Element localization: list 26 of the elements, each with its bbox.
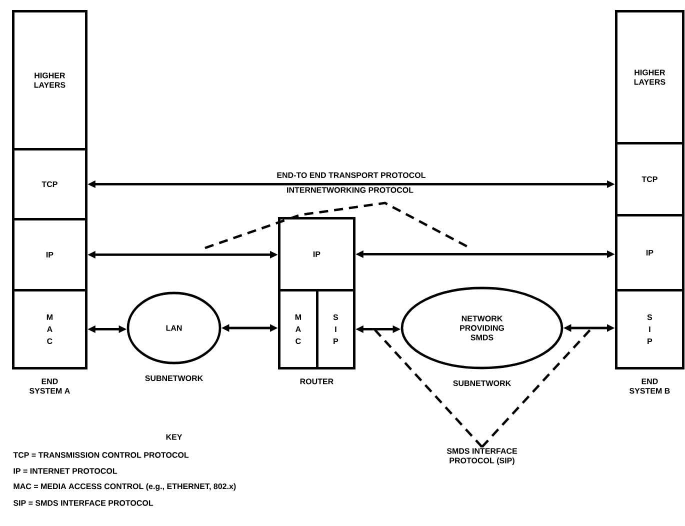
subnetwork-label: SUBNETWORK [453,380,512,386]
key-entry: MAC = MEDIA ACCESS CONTROL (e.g., ETHERNET, 802.x) [14,483,236,491]
edge-label: END-TO END TRANSPORT PROTOCOL [276,171,427,179]
system-label: ROUTER [300,378,334,384]
layer-box: IP [615,214,684,292]
layer-box: TCP [12,148,88,220]
layer-box: IP [12,218,88,292]
layer-box: M A C [12,289,88,370]
system-label: END SYSTEM A [30,378,70,394]
key-entry: TCP = TRANSMISSION CONTROL PROTOCOL [13,452,189,458]
layer-box: IP [278,217,356,292]
leader-line [374,329,483,448]
key-entry: SIP = SMDS INTERFACE PROTOCOL [13,500,154,506]
protocol-label: INTERNETWORKING PROTOCOL [287,187,414,193]
layer-box: M A C [278,289,318,370]
system-label: END SYSTEM B [630,378,670,394]
layer-box: HIGHER LAYERS [12,10,88,150]
layer-box: HIGHER LAYERS [615,10,684,144]
leader-line [481,329,591,448]
layer-box: S I P [615,289,684,370]
layer-box: TCP [615,142,684,216]
layer-box: S I P [316,289,356,370]
protocol-label: SMDS INTERFACE PROTOCOL (SIP) [446,448,518,465]
key-entry: IP = INTERNET PROTOCOL [14,468,118,474]
key-heading: KEY [166,434,182,440]
subnetwork-label: SUBNETWORK [145,375,204,382]
